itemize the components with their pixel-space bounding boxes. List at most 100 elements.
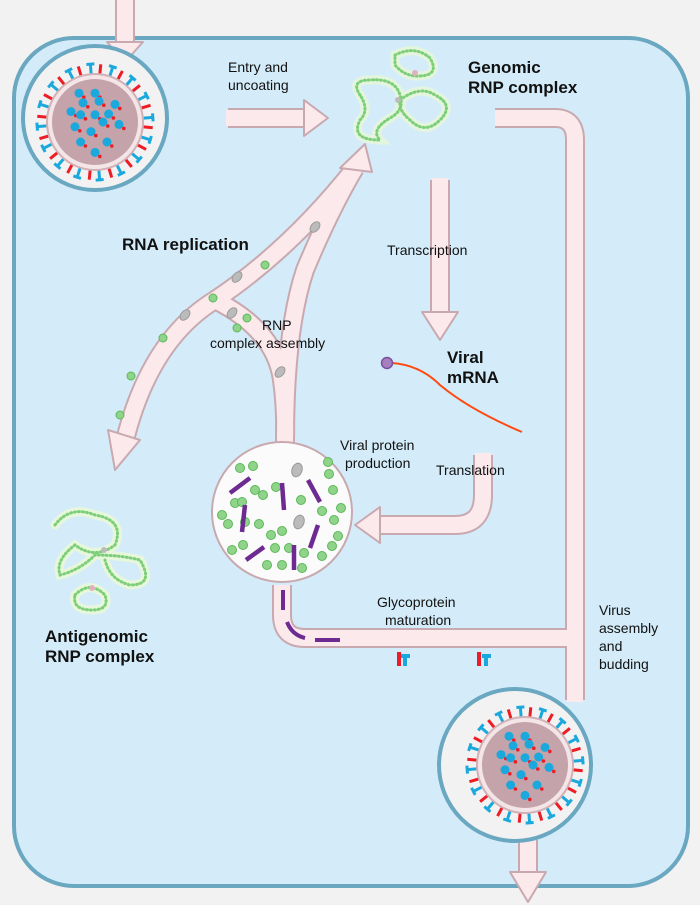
glycoprotein-spike <box>477 652 491 666</box>
spike-blue-head <box>86 62 95 67</box>
spike-blue-head <box>483 805 492 813</box>
spike-blue-head <box>577 778 583 788</box>
nucleoprotein <box>333 531 343 541</box>
spike-blue-head <box>95 177 104 182</box>
spike-blue-head <box>547 813 556 820</box>
nucleoprotein <box>299 548 309 558</box>
ribonucleoprotein <box>516 770 526 780</box>
polymerase <box>118 106 122 111</box>
arrowhead-replication-genomic <box>339 143 373 173</box>
polymerase <box>106 124 110 128</box>
arrowhead-translation <box>354 506 381 544</box>
polymerase-protein <box>274 366 286 378</box>
ribonucleoprotein <box>66 107 76 117</box>
nucleoprotein <box>317 551 327 561</box>
ribonucleoprotein <box>70 122 80 132</box>
ribonucleoprotein <box>532 780 542 790</box>
virion-budding <box>465 705 585 825</box>
spike-blue-head <box>494 710 503 717</box>
spike-blue-head <box>35 122 40 131</box>
spike-blue-head <box>565 798 573 807</box>
nucleoprotein <box>277 560 287 570</box>
spike-blue-head <box>538 707 548 713</box>
nucleoprotein <box>328 485 338 495</box>
ribonucleoprotein <box>98 117 108 127</box>
label-transcription: Transcription <box>387 242 467 258</box>
ribonucleoprotein <box>528 760 538 770</box>
ribonucleoprotein <box>520 790 530 800</box>
nucleoprotein <box>235 463 245 473</box>
nucleoprotein <box>242 313 252 323</box>
glycoprotein <box>239 504 248 533</box>
spike-blue-head <box>477 723 485 732</box>
polymerase-protein <box>231 271 243 283</box>
polymerase <box>548 749 552 754</box>
spike-blue-head <box>580 756 585 765</box>
nucleoproteins-on-pathway <box>115 221 321 420</box>
polymerase <box>516 748 520 752</box>
spike-blue-head <box>53 162 62 170</box>
ribonucleoprotein <box>500 765 510 775</box>
nucleoprotein <box>327 541 337 551</box>
spike-blue-head <box>467 742 473 752</box>
ribonucleoprotein <box>104 109 114 119</box>
ribonucleoprotein <box>504 731 514 741</box>
nucleoprotein <box>227 545 237 555</box>
polymerase <box>83 144 88 148</box>
polymerase <box>86 105 90 109</box>
spike-blue-head <box>108 64 118 70</box>
ribonucleoprotein <box>508 741 518 751</box>
polymerase-protein <box>309 221 321 233</box>
spike-blue-head <box>128 74 137 82</box>
nucleoprotein <box>323 457 333 467</box>
nucleoprotein <box>270 543 280 553</box>
glycoprotein <box>244 545 266 562</box>
nucleoprotein <box>260 260 270 270</box>
host-cell <box>12 36 690 888</box>
ribonucleoprotein <box>506 780 516 790</box>
polymerase <box>513 760 518 764</box>
arrowhead-replication-antigenomic <box>107 429 141 471</box>
genomic-rnp-complex <box>352 46 451 145</box>
glycoprotein <box>228 476 252 495</box>
spike-blue-head <box>470 787 477 796</box>
polymerase <box>102 103 106 107</box>
ribonucleoprotein <box>506 753 516 763</box>
ribonucleoprotein <box>524 739 534 749</box>
glycoprotein <box>279 482 287 511</box>
ribonucleoprotein <box>74 88 84 98</box>
nucleoprotein <box>324 469 334 479</box>
nucleoprotein <box>277 526 287 536</box>
ribonucleoprotein <box>76 110 86 120</box>
polymerase <box>512 738 516 742</box>
polymerase <box>122 126 126 131</box>
glycoprotein <box>306 478 322 504</box>
nucleoprotein <box>329 515 339 525</box>
spike-blue-head <box>143 91 150 100</box>
label-rna-replication: RNA replication <box>122 235 249 254</box>
nucleoprotein <box>262 560 272 570</box>
polymerase <box>513 787 518 791</box>
polymerase <box>528 797 532 802</box>
nucleoprotein <box>271 482 281 492</box>
spike-blue-head <box>37 99 43 109</box>
spike-blue-head <box>558 717 567 725</box>
nucleoprotein <box>250 485 260 495</box>
polymerase <box>540 787 544 791</box>
nucleoprotein <box>223 519 233 529</box>
polymerase-protein <box>291 462 303 478</box>
nucleoprotein <box>158 333 168 343</box>
ribonucleoprotein <box>94 96 104 106</box>
polymerase-protein <box>179 309 191 321</box>
ribonucleoprotein <box>540 742 550 752</box>
ribonucleoprotein <box>110 99 120 109</box>
nucleoprotein <box>317 506 327 516</box>
ribonucleoprotein <box>496 750 506 760</box>
polymerase <box>552 769 556 774</box>
